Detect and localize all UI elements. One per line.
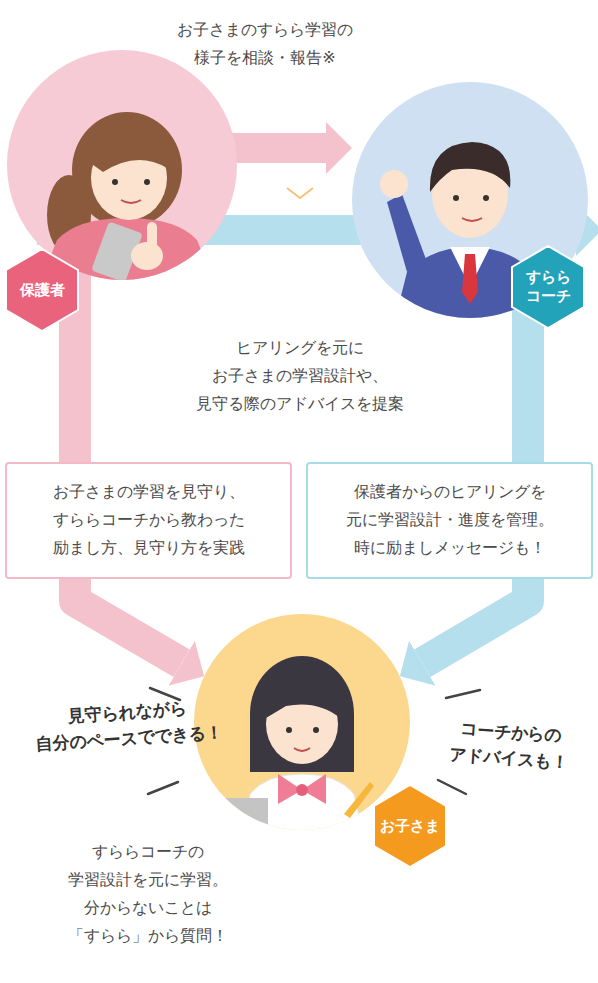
hexagon-badge: お子さま [373, 784, 447, 868]
speech-note: コーチからの アドバイスも！ [438, 715, 581, 776]
box-text: 保護者からのヒアリングを 元に学習設計・進度を管理。 時に励ましメッセージも！ [320, 478, 579, 562]
portrait-illustration [7, 50, 237, 280]
emphasis-stroke [446, 690, 480, 698]
hexagon-badge: すらら コーチ [511, 245, 585, 329]
flow-arrow [422, 579, 528, 663]
hexagon-outline [512, 246, 584, 328]
edge-label: お子さまのすらら学習の 様子を相談・報告※ [165, 16, 365, 72]
emphasis-stroke [148, 782, 178, 794]
portrait-circle: お子さま [194, 614, 410, 830]
badge-label: すらら コーチ [516, 268, 580, 306]
person-figure [37, 112, 217, 280]
hexagon-outline [6, 249, 78, 331]
chevron-mark [287, 188, 313, 198]
badge-label: お子さま [378, 817, 442, 836]
portrait-circle: すらら コーチ [352, 82, 588, 318]
flow-arrow [225, 133, 326, 163]
badge-label: 保護者 [10, 281, 74, 300]
flow-arrow [75, 579, 182, 663]
portrait-illustration [194, 614, 410, 830]
hexagon-outline [374, 785, 446, 867]
note-text: すららコーチの 学習設計を元に学習。 分からないことは 「すらら」から質問！ [58, 838, 238, 950]
edge-label: ヒアリングを元に お子さまの学習設計や、 見守る際のアドバイスを提案 [164, 334, 436, 418]
text-box: お子さまの学習を見守り、 すららコーチから教わった 励まし方、見守り方を実践 [5, 462, 292, 579]
emphasis-stroke [438, 780, 466, 794]
hexagon-badge: 保護者 [5, 248, 79, 332]
portrait-circle: 保護者 [7, 50, 237, 280]
text-box: 保護者からのヒアリングを 元に学習設計・進度を管理。 時に励ましメッセージも！ [306, 462, 593, 579]
box-text: お子さまの学習を見守り、 すららコーチから教わった 励まし方、見守り方を実践 [19, 478, 278, 562]
